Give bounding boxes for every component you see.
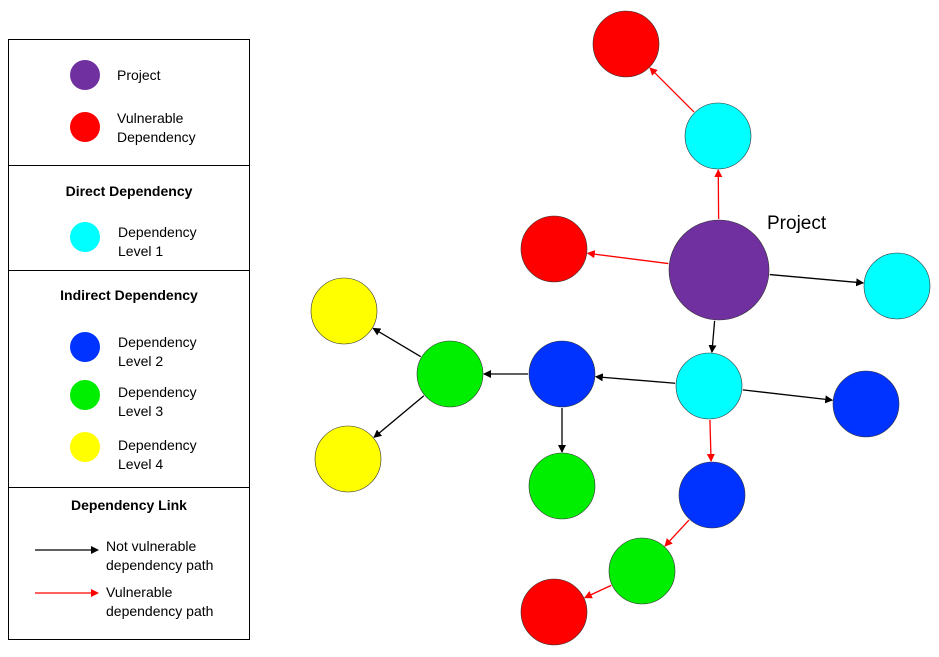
node-vuln-left (520, 215, 588, 283)
legend-level2-dot (70, 332, 100, 362)
edge-l1-center-to-l2-bottom-vulnerable (706, 419, 715, 463)
legend-level1-dot (70, 222, 100, 252)
node-project (668, 219, 770, 321)
node-l3-left (416, 340, 484, 408)
node-l2-bottom (678, 461, 746, 529)
node-l4-top (310, 277, 378, 345)
legend-direct-title: Direct Dependency (65, 183, 193, 199)
legend-project-dot (70, 60, 100, 90)
legend-vulnerable-dot (70, 112, 100, 142)
node-l3-mid (528, 452, 596, 520)
legend-black-arrow-icon (35, 546, 99, 554)
legend-project-label: Project (117, 67, 161, 83)
edge-l1-center-to-l2-mid (594, 373, 676, 384)
edge-l3-left-to-l4-top (372, 327, 422, 358)
node-l2-mid (528, 340, 596, 408)
legend-level4-dot (70, 432, 100, 462)
nodes-layer (310, 10, 931, 646)
edge-l1-center-to-l2-right (742, 389, 834, 404)
edge-l3-bottom-to-vuln-bottom-vulnerable (583, 584, 612, 599)
node-l2-right (832, 370, 900, 438)
node-l1-top (684, 102, 752, 170)
node-vuln-top (592, 10, 660, 78)
edge-l1-top-to-vuln-top-vulnerable (649, 67, 695, 113)
project-node-label: Project (767, 213, 827, 234)
edge-project-to-l1-center (708, 320, 717, 354)
edge-project-to-l1-right (769, 273, 865, 287)
legend-indirect-title: Indirect Dependency (60, 287, 198, 303)
edge-l3-left-to-l4-bottom (373, 395, 425, 438)
node-l1-center (675, 352, 743, 420)
edge-l2-bottom-to-l3-bottom-vulnerable (664, 519, 690, 547)
edge-project-to-vuln-left-vulnerable (586, 250, 669, 265)
edges-layer (372, 67, 865, 599)
node-l4-bottom (314, 425, 382, 493)
node-vuln-bottom (520, 578, 588, 646)
legend-level3-dot (70, 380, 100, 410)
legend-red-arrow-icon (35, 589, 99, 597)
legend-links-title: Dependency Link (71, 497, 187, 513)
node-l3-bottom (608, 537, 676, 605)
node-l1-right (863, 252, 931, 320)
